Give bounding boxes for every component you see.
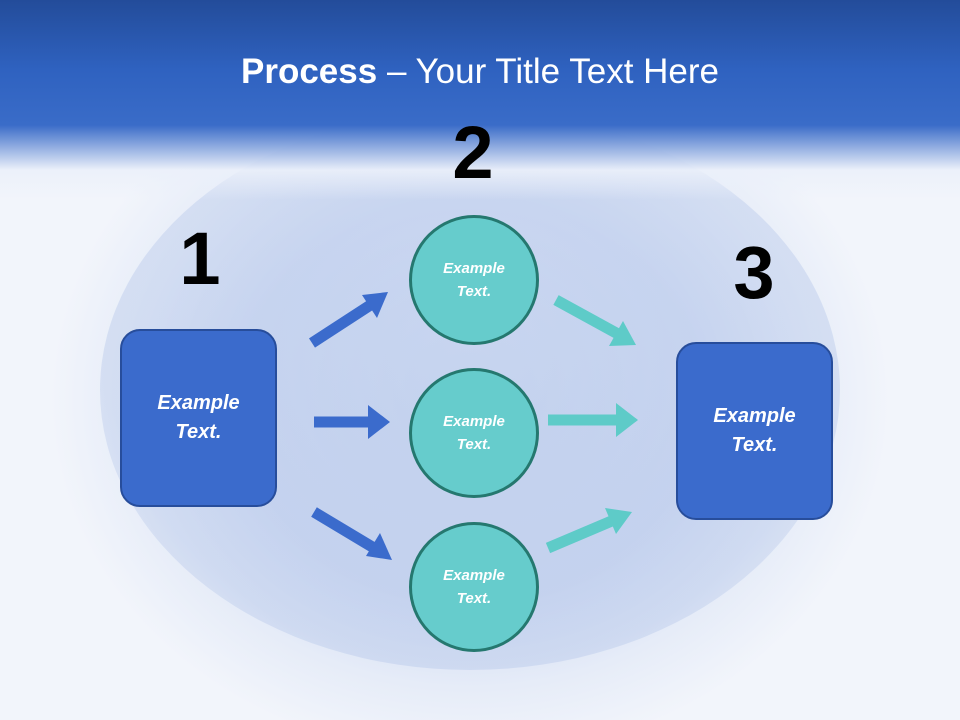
arrow-blue-up	[309, 292, 388, 348]
step-3-box: Example Text.	[676, 342, 833, 520]
step-2-circle-2: Example Text.	[409, 368, 539, 498]
arrow-teal-right	[548, 403, 638, 437]
title-rest: – Your Title Text Here	[377, 52, 719, 91]
step-number-3: 3	[733, 231, 775, 314]
title-bold: Process	[241, 52, 378, 91]
circle-text: Example Text.	[443, 413, 505, 453]
circle-text: Example Text.	[443, 567, 505, 607]
step-number-2: 2	[452, 111, 494, 194]
step-2-circle-1: Example Text.	[409, 215, 539, 345]
step-2-circle-3: Example Text.	[409, 522, 539, 652]
step-1-box: Example Text.	[120, 329, 277, 507]
arrow-blue-down	[311, 507, 392, 560]
step-3-text: Example Text.	[713, 405, 796, 456]
slide-title: Process – Your Title Text Here	[0, 52, 960, 92]
arrow-teal-down	[553, 295, 636, 346]
step-1-text: Example Text.	[157, 392, 240, 443]
arrow-blue-right	[314, 405, 390, 439]
step-number-1: 1	[179, 217, 221, 300]
arrow-teal-up	[545, 508, 632, 554]
circle-text: Example Text.	[443, 260, 505, 300]
title-bar	[0, 0, 960, 200]
